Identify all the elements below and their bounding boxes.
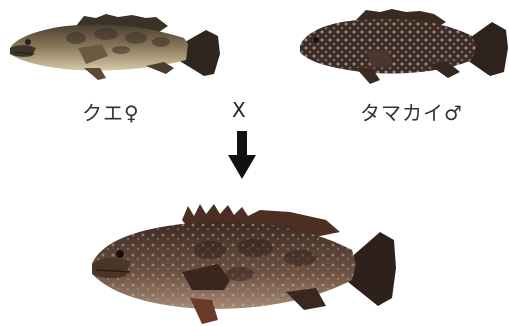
down-arrow-icon xyxy=(228,131,256,179)
kue-female-label: クエ♀ xyxy=(82,97,140,126)
kue-fish-image xyxy=(6,8,221,84)
tamakai-fish-image xyxy=(296,6,509,86)
tamakai-male-label: タマカイ♂ xyxy=(360,97,463,126)
hybrid-fish-image xyxy=(90,202,396,326)
cross-symbol: X xyxy=(232,98,246,122)
